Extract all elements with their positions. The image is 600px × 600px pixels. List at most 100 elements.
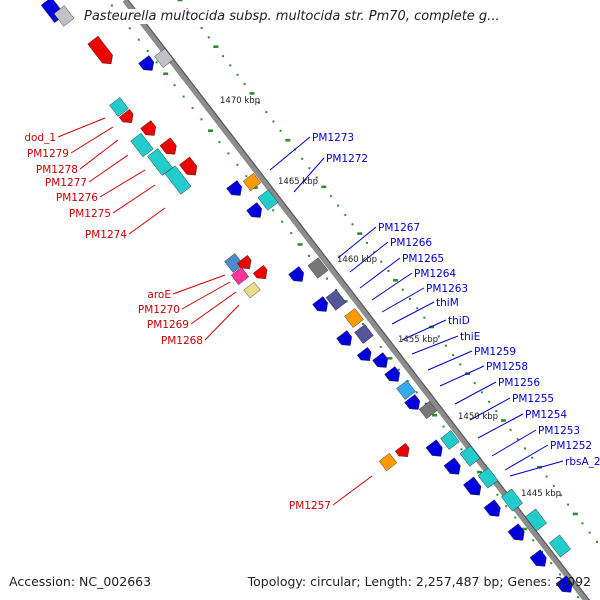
gene-feature — [87, 35, 113, 65]
tick-mark — [442, 425, 445, 428]
tick-mark — [444, 344, 447, 347]
tick-mark — [397, 368, 400, 371]
right-gene-labels: PM1273PM1272PM1267PM1266PM1265PM1264PM12… — [312, 132, 600, 468]
left-leader-line — [57, 117, 106, 138]
gene-feature — [507, 523, 525, 541]
gene-feature — [384, 366, 400, 382]
tick-mark — [581, 522, 584, 525]
left-leader-line — [172, 274, 226, 295]
left-leader-line — [88, 154, 129, 183]
tick-mark — [290, 232, 293, 235]
gene-feature — [236, 255, 252, 269]
gene-feature — [257, 189, 279, 211]
gene-feature — [154, 48, 174, 68]
right-gene-label: PM1252 — [550, 440, 592, 452]
tick-mark — [315, 176, 318, 179]
tick-mark — [279, 129, 282, 132]
gene-feature — [138, 55, 154, 71]
tick-mark — [227, 152, 230, 155]
gene-feature — [549, 534, 571, 558]
right-gene-label: thiD — [448, 315, 470, 327]
right-gene-label: PM1267 — [378, 222, 420, 234]
kbp-label: 1460 kbp — [337, 255, 377, 265]
left-gene-labels: dod_1PM1279PM1278PM1277PM1276PM1275PM127… — [24, 132, 331, 512]
tick-mark — [213, 45, 219, 48]
gene-feature — [372, 352, 388, 368]
gene-feature — [118, 109, 134, 123]
right-leader-line — [477, 413, 524, 439]
topology-text: Topology: circular; Length: 2,257,487 bp… — [247, 574, 591, 589]
tick-mark — [524, 447, 526, 450]
tick-mark — [155, 61, 158, 64]
gene-feature — [525, 508, 547, 532]
left-leader-line — [99, 169, 146, 198]
kbp-label: 1465 kbp — [278, 177, 318, 187]
left-gene-label: PM1279 — [27, 148, 69, 160]
right-leader-line — [469, 397, 511, 421]
left-leader-line — [79, 139, 119, 170]
gene-feature — [404, 394, 420, 410]
left-gene-label: PM1269 — [147, 319, 189, 331]
gene-feature — [501, 488, 523, 512]
right-leader-line — [427, 350, 473, 371]
kbp-label: 1445 kbp — [521, 489, 561, 499]
right-leader-line — [411, 335, 459, 355]
right-leader-line — [391, 301, 435, 325]
left-leader-line — [70, 126, 114, 154]
tick-mark — [222, 55, 225, 58]
gene-feature — [140, 120, 156, 136]
tick-mark — [258, 101, 261, 104]
right-leader-line — [337, 226, 377, 259]
right-leader-line — [509, 460, 564, 477]
right-leader-line — [439, 365, 485, 387]
tick-mark — [128, 27, 131, 30]
right-leader-line — [401, 319, 447, 341]
tick-mark — [301, 157, 304, 160]
gene-feature — [109, 97, 129, 117]
tick-mark — [401, 288, 404, 291]
tick-mark — [380, 260, 383, 263]
tick-mark — [308, 254, 311, 257]
tick-mark — [509, 428, 512, 431]
gene-feature — [463, 476, 482, 496]
left-gene-label: PM1276 — [56, 192, 98, 204]
right-gene-label: PM1266 — [390, 237, 432, 249]
tick-mark — [265, 111, 268, 114]
right-gene-label: thiM — [436, 297, 459, 309]
tick-mark — [588, 531, 591, 534]
tick-mark — [272, 120, 275, 123]
accession-text: Accession: NC_002663 — [9, 574, 152, 589]
tick-mark — [572, 512, 578, 516]
tick-mark — [531, 456, 534, 459]
tick-mark — [452, 354, 455, 357]
tick-mark — [500, 419, 506, 422]
tick-mark — [432, 413, 438, 417]
tick-mark — [387, 357, 393, 360]
tick-mark — [416, 307, 419, 310]
right-gene-label: PM1263 — [426, 283, 468, 295]
right-gene-label: PM1253 — [538, 425, 580, 437]
left-gene-label: PM1257 — [289, 500, 331, 512]
right-gene-label: thiE — [460, 331, 480, 343]
right-gene-label: PM1265 — [402, 253, 444, 265]
tick-mark — [285, 138, 291, 142]
tick-mark — [550, 562, 553, 565]
tick-mark — [379, 345, 382, 348]
tick-mark — [191, 106, 194, 109]
left-leader-line — [181, 281, 231, 310]
tick-mark — [245, 175, 248, 178]
left-gene-label: PM1275 — [69, 208, 111, 220]
right-leader-line — [349, 241, 389, 273]
tick-mark — [514, 516, 517, 519]
tick-mark — [488, 400, 491, 403]
gene-feature — [224, 253, 244, 273]
left-gene-label: aroE — [147, 289, 171, 301]
tick-mark — [297, 243, 303, 246]
gene-feature — [159, 137, 177, 155]
tick-mark — [559, 494, 562, 497]
tick-mark — [545, 475, 548, 478]
gene-feature — [440, 430, 460, 450]
tick-mark — [437, 335, 440, 338]
right-leader-line — [269, 136, 311, 171]
kbp-label: 1470 kbp — [220, 96, 260, 106]
